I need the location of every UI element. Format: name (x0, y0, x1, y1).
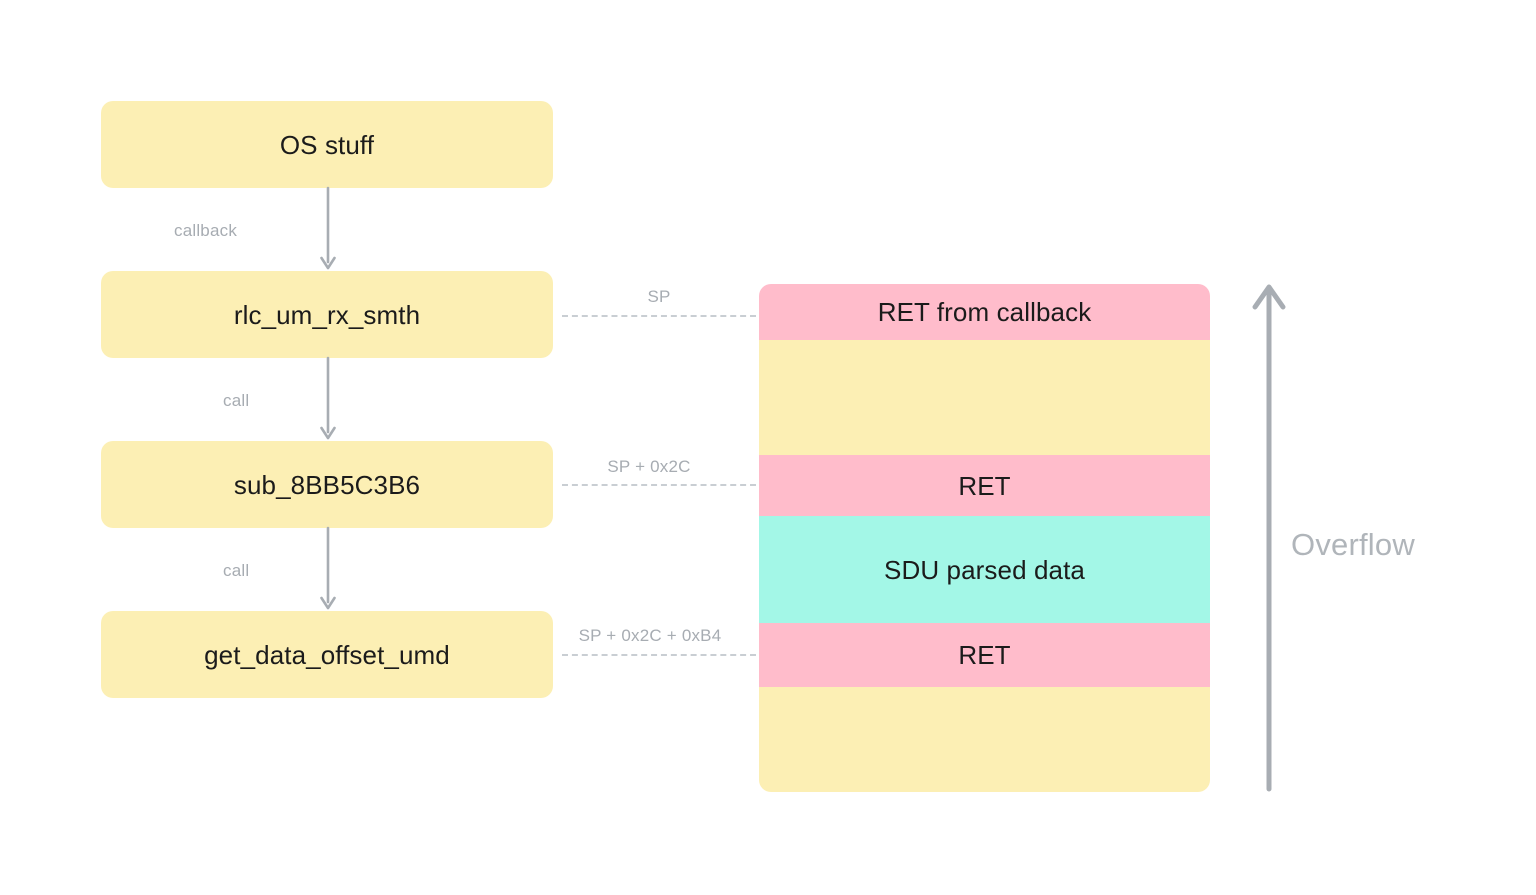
stack-band-label: RET (958, 640, 1011, 670)
call-box-get-data-offset-umd: get_data_offset_umd (101, 611, 553, 698)
sp-connector-line-sp-0x2c-0xb4 (562, 654, 756, 658)
stack-band-frame-filler-2 (759, 687, 1210, 792)
stack-band-ret-from-callback: RET from callback (759, 284, 1210, 340)
sp-connector-line-sp-0x2c (562, 484, 756, 488)
call-box-os-stuff: OS stuff (101, 101, 553, 188)
stack-diagram: RET from callback RET SDU parsed data RE… (759, 284, 1210, 792)
call-box-label: rlc_um_rx_smth (233, 299, 421, 330)
flow-arrow-callback (320, 186, 336, 271)
flow-arrow-call-2 (320, 526, 336, 611)
sp-connector-line-sp (562, 315, 756, 319)
stack-band-sdu-parsed-data: SDU parsed data (759, 516, 1210, 623)
flow-arrow-call-1 (320, 356, 336, 441)
overflow-label: Overflow (1291, 527, 1415, 562)
sp-label-sp-0x2c: SP + 0x2C (607, 457, 691, 476)
call-box-rlc-um-rx-smth: rlc_um_rx_smth (101, 271, 553, 358)
call-box-label: OS stuff (279, 129, 375, 160)
stack-band-frame-filler-1 (759, 340, 1210, 455)
call-box-sub-8bb5c3b6: sub_8BB5C3B6 (101, 441, 553, 528)
sp-label-sp: SP (647, 287, 671, 306)
sp-label-sp-0x2c-0xb4: SP + 0x2C + 0xB4 (578, 626, 722, 645)
stack-band-ret-1: RET (759, 455, 1210, 516)
call-box-label: get_data_offset_umd (204, 639, 450, 670)
flow-label-callback: callback (174, 221, 238, 240)
flow-label-call-1: call (223, 391, 250, 410)
stack-band-label: RET from callback (877, 297, 1092, 327)
overflow-arrow-icon (1252, 281, 1286, 793)
flow-label-call-2: call (223, 561, 250, 580)
stack-band-ret-2: RET (759, 623, 1210, 687)
stack-band-label: RET (958, 470, 1011, 501)
stack-band-label: SDU parsed data (884, 554, 1085, 585)
call-box-label: sub_8BB5C3B6 (233, 469, 421, 500)
